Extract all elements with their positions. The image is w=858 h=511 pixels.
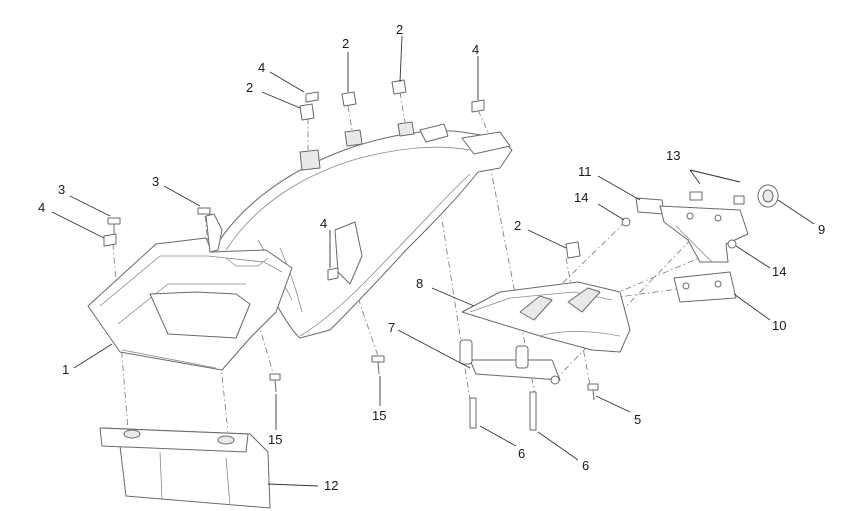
tray-box [87,213,293,371]
callout-5: 5 [634,412,641,427]
callout-12: 12 [324,478,338,493]
callout-15: 15 [372,408,386,423]
side-bracket [635,197,749,263]
callout-2: 2 [396,22,403,37]
callout-10: 10 [772,318,786,333]
sleeve-bracket [459,339,561,385]
callout-7: 7 [388,320,395,335]
callout-4: 4 [472,42,479,57]
leader-lines [51,35,815,487]
callout-3: 3 [58,182,65,197]
callout-4: 4 [320,216,327,231]
callout-1: 1 [62,362,69,377]
callout-labels: 1 2 2 2 2 3 3 4 4 4 4 5 6 6 7 8 9 10 11 … [38,22,825,493]
callout-11: 11 [578,164,592,179]
callout-13: 13 [666,148,680,163]
plate-holder [461,281,631,353]
callout-8: 8 [416,276,423,291]
callout-6: 6 [518,446,525,461]
callout-4: 4 [258,60,265,75]
callout-6: 6 [582,458,589,473]
callout-3: 3 [152,174,159,189]
callout-2: 2 [342,36,349,51]
grommet [757,184,779,208]
callout-14: 14 [574,190,588,205]
lower-cover [99,427,271,509]
callout-2: 2 [246,80,253,95]
callout-2: 2 [514,218,521,233]
callout-15: 15 [268,432,282,447]
callout-4: 4 [38,200,45,215]
flat-plate [673,271,737,303]
fasteners [103,79,745,431]
callout-14: 14 [772,264,786,279]
callout-9: 9 [818,222,825,237]
